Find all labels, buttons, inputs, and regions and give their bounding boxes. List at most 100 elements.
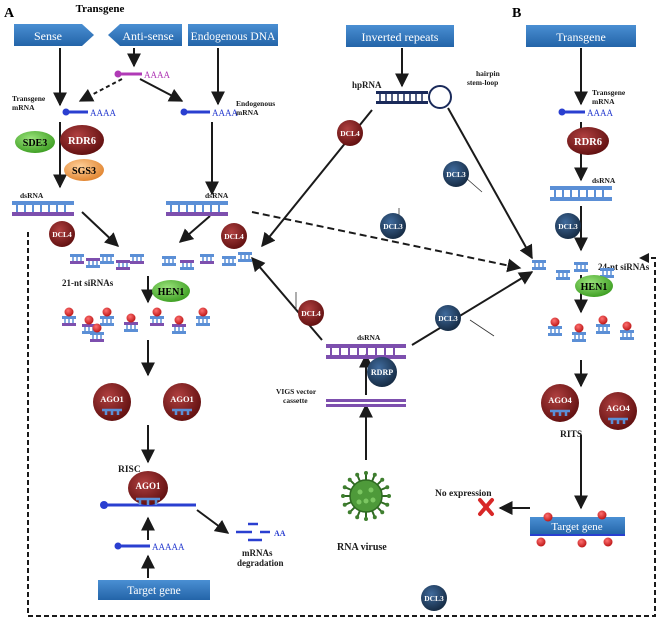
ago1-protein-1: AGO1 xyxy=(93,383,131,421)
dcl4-protein-4: DCL4 xyxy=(298,300,324,326)
transgene-b-box: Transgene xyxy=(526,25,636,47)
dcl4-label-4: DCL4 xyxy=(301,309,321,318)
sgs3-label: SGS3 xyxy=(72,166,96,177)
methyl-group xyxy=(550,317,560,327)
methyl-group xyxy=(64,307,74,317)
dsrna-ladder-virus xyxy=(326,344,406,359)
sirna-duplex xyxy=(596,315,610,334)
mrna-degradation-line1: mRNAs xyxy=(242,548,273,558)
dsrna-label-a2: dsRNA xyxy=(205,191,229,200)
methylated-sirna-group-b xyxy=(548,315,634,342)
dsrna-ladders xyxy=(12,85,612,407)
sirna24-label: 24-nt siRNAs xyxy=(598,262,650,272)
methyl-group xyxy=(102,307,112,317)
sirna-duplex xyxy=(70,254,84,264)
dcl3-label-4: DCL3 xyxy=(558,222,578,231)
endogenous-dna-box: Endogenous DNA xyxy=(188,24,278,46)
vigs-label-line1: VIGS vector xyxy=(276,387,317,396)
ago4-protein-2: AGO4 xyxy=(599,392,637,430)
transgene-mrna-b-line2: mRNA xyxy=(592,97,615,106)
dcl4-protein-2: DCL4 xyxy=(221,223,247,249)
no-expression-cross-icon xyxy=(478,498,494,516)
transgene-mrna-a-line1: Transgene xyxy=(12,94,46,103)
methyl-group xyxy=(598,315,608,325)
sirna-duplex xyxy=(238,252,252,262)
transgene-mrna-a-line2: mRNA xyxy=(12,103,35,112)
rdr6-label-a: RDR6 xyxy=(68,136,96,147)
sense-label: Sense xyxy=(34,29,62,43)
sirna-group-24nt xyxy=(532,260,614,280)
methyl-group xyxy=(622,321,632,331)
rna-text-labels: Transgene mRNA Endogenous mRNA Transgene… xyxy=(12,69,650,568)
dcl4-protein-1: DCL4 xyxy=(49,221,75,247)
no-expression-label: No expression xyxy=(435,489,492,499)
ago1-label-1: AGO1 xyxy=(100,394,124,404)
methylation-marks xyxy=(530,510,625,548)
vigs-cassette xyxy=(326,399,406,407)
sirna-duplex xyxy=(116,260,130,270)
polya-endogenous: AAAA xyxy=(212,108,238,118)
methyl-group xyxy=(174,315,184,325)
hprna-label: hpRNA xyxy=(352,80,382,90)
endogenous-dna-label: Endogenous DNA xyxy=(191,31,276,43)
dcl3-protein-5: DCL3 xyxy=(421,585,447,611)
dcl3-protein-1: DCL3 xyxy=(443,161,469,187)
methyl-group xyxy=(126,313,136,323)
hairpin-label-line2: stem-loop xyxy=(467,78,498,87)
hen1-protein-a: HEN1 xyxy=(152,280,190,302)
proteins: SDE3 SGS3 RDR6 RDR6 DCL4 DCL4 DCL4 DCL4 xyxy=(15,120,637,611)
risc-complex: AGO1 xyxy=(100,471,196,509)
sirna-duplex xyxy=(180,260,194,270)
panel-label-b: B xyxy=(512,6,521,21)
sirna-duplex xyxy=(130,254,144,264)
sirna-duplex xyxy=(532,260,546,270)
mrna-degradation-line2: degradation xyxy=(237,558,284,568)
dsrna-ladder-a1 xyxy=(12,201,74,216)
rdr6-protein-a: RDR6 xyxy=(60,125,104,155)
ago4-label-2: AGO4 xyxy=(606,403,630,413)
ago1-label-2: AGO1 xyxy=(170,394,194,404)
dcl3-label-5: DCL3 xyxy=(424,594,444,603)
sirna-duplex xyxy=(222,256,236,266)
transgene-mrna-b-line1: Transgene xyxy=(592,88,626,97)
aa-fragment-label: AA xyxy=(274,529,286,538)
rdr6-protein-b: RDR6 xyxy=(567,127,609,155)
arrows xyxy=(27,48,656,617)
target-gene-b-label: Target gene xyxy=(551,521,602,533)
dsrna-label-virus: dsRNA xyxy=(357,333,381,342)
hen1-label-a: HEN1 xyxy=(158,287,185,298)
dcl3-protein-3: DCL3 xyxy=(435,305,461,331)
risc-ago1-label: AGO1 xyxy=(135,481,161,491)
dcl3-protein-4: DCL3 xyxy=(555,213,581,239)
dcl3-protein-2: DCL3 xyxy=(380,213,406,239)
hairpin-label-line1: hairpin xyxy=(476,69,501,78)
sirna21-label: 21-nt siRNAs xyxy=(62,278,114,288)
dcl4-label-1: DCL4 xyxy=(52,230,72,239)
dcl3-label-2: DCL3 xyxy=(383,222,403,231)
sirna-duplex xyxy=(90,323,104,342)
sirna-duplex xyxy=(172,315,186,334)
target-gene-a-label: Target gene xyxy=(127,585,181,597)
ago4-label-1: AGO4 xyxy=(548,395,572,405)
polya-target-gene: AAAAA xyxy=(152,542,185,552)
ago4-protein-1: AGO4 xyxy=(541,384,579,422)
target-gene-a-box: Target gene xyxy=(98,580,210,600)
methyl-group xyxy=(574,323,584,333)
sense-box: Sense xyxy=(14,24,94,46)
dcl4-protein-3: DCL4 xyxy=(337,120,363,146)
target-gene-b-box: Target gene xyxy=(530,517,625,535)
sirna-duplex xyxy=(548,317,562,336)
polya-transgene-a: AAAA xyxy=(90,108,116,118)
sirna-group-21nt xyxy=(70,252,252,270)
ago1-protein-2: AGO1 xyxy=(163,383,201,421)
dsrna-label-a1: dsRNA xyxy=(20,191,44,200)
dsrna-ladder-a2 xyxy=(166,201,228,216)
sirna-duplex xyxy=(200,254,214,264)
sirna-duplex xyxy=(62,307,76,326)
antisense-box: Anti-sense xyxy=(108,24,182,46)
endogenous-mrna-line1: Endogenous xyxy=(236,99,275,108)
sirna-duplex xyxy=(124,313,138,332)
transgene-b-label: Transgene xyxy=(556,30,606,44)
sgs3-protein: SGS3 xyxy=(64,159,104,181)
